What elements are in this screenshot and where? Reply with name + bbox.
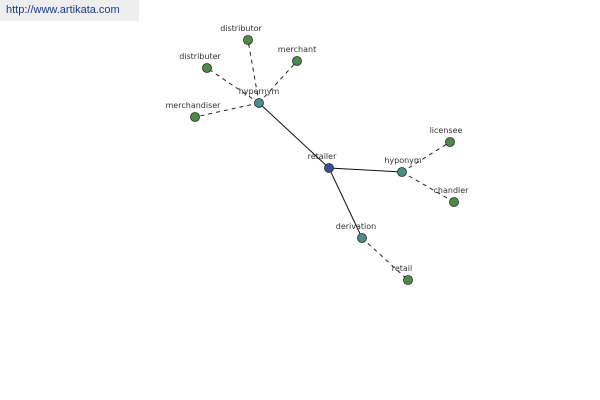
word-node-chandler[interactable] <box>449 197 459 207</box>
relation-label-derivation: derivation <box>336 222 376 231</box>
word-label-merchant: merchant <box>278 45 316 54</box>
relation-label-hypernym: hypernym <box>239 87 280 96</box>
edge-retailer-hyponym <box>328 167 403 173</box>
relation-node-hypernym[interactable] <box>254 98 264 108</box>
edge-hyponym-licensee <box>401 141 451 173</box>
edge-retailer-derivation <box>328 167 363 239</box>
relation-node-derivation[interactable] <box>357 233 367 243</box>
edges <box>194 39 455 281</box>
edge-derivation-retail <box>361 237 409 281</box>
relation-node-hyponym[interactable] <box>397 167 407 177</box>
relation-label-hyponym: hyponym <box>384 156 422 165</box>
edge-hypernym-merchandiser <box>194 102 260 118</box>
word-label-retail: retail <box>392 264 413 273</box>
word-label-licensee: licensee <box>430 126 463 135</box>
edge-hypernym-distributer <box>206 67 260 104</box>
word-node-licensee[interactable] <box>445 137 455 147</box>
watermark-url[interactable]: http://www.artikata.com <box>0 0 139 21</box>
labels: retailer hypernym hyponym derivation distrib… <box>166 24 470 273</box>
word-node-merchandiser[interactable] <box>190 112 200 122</box>
word-node-merchant[interactable] <box>292 56 302 66</box>
edge-hyponym-chandler <box>401 171 455 203</box>
word-label-distributor: distributor <box>220 24 262 33</box>
center-label-retailer: retailer <box>308 152 337 161</box>
nodes <box>190 35 459 285</box>
word-label-chandler: chandler <box>434 186 470 195</box>
edge-retailer-hypernym <box>258 102 330 169</box>
word-label-distributer: distributer <box>179 52 221 61</box>
word-node-distributer[interactable] <box>202 63 212 73</box>
word-label-merchandiser: merchandiser <box>166 101 222 110</box>
edge-hypernym-merchant <box>258 60 298 104</box>
word-node-distributor[interactable] <box>243 35 253 45</box>
word-node-retail[interactable] <box>403 275 413 285</box>
center-node-retailer[interactable] <box>324 163 334 173</box>
edge-hypernym-distributor <box>247 39 260 104</box>
